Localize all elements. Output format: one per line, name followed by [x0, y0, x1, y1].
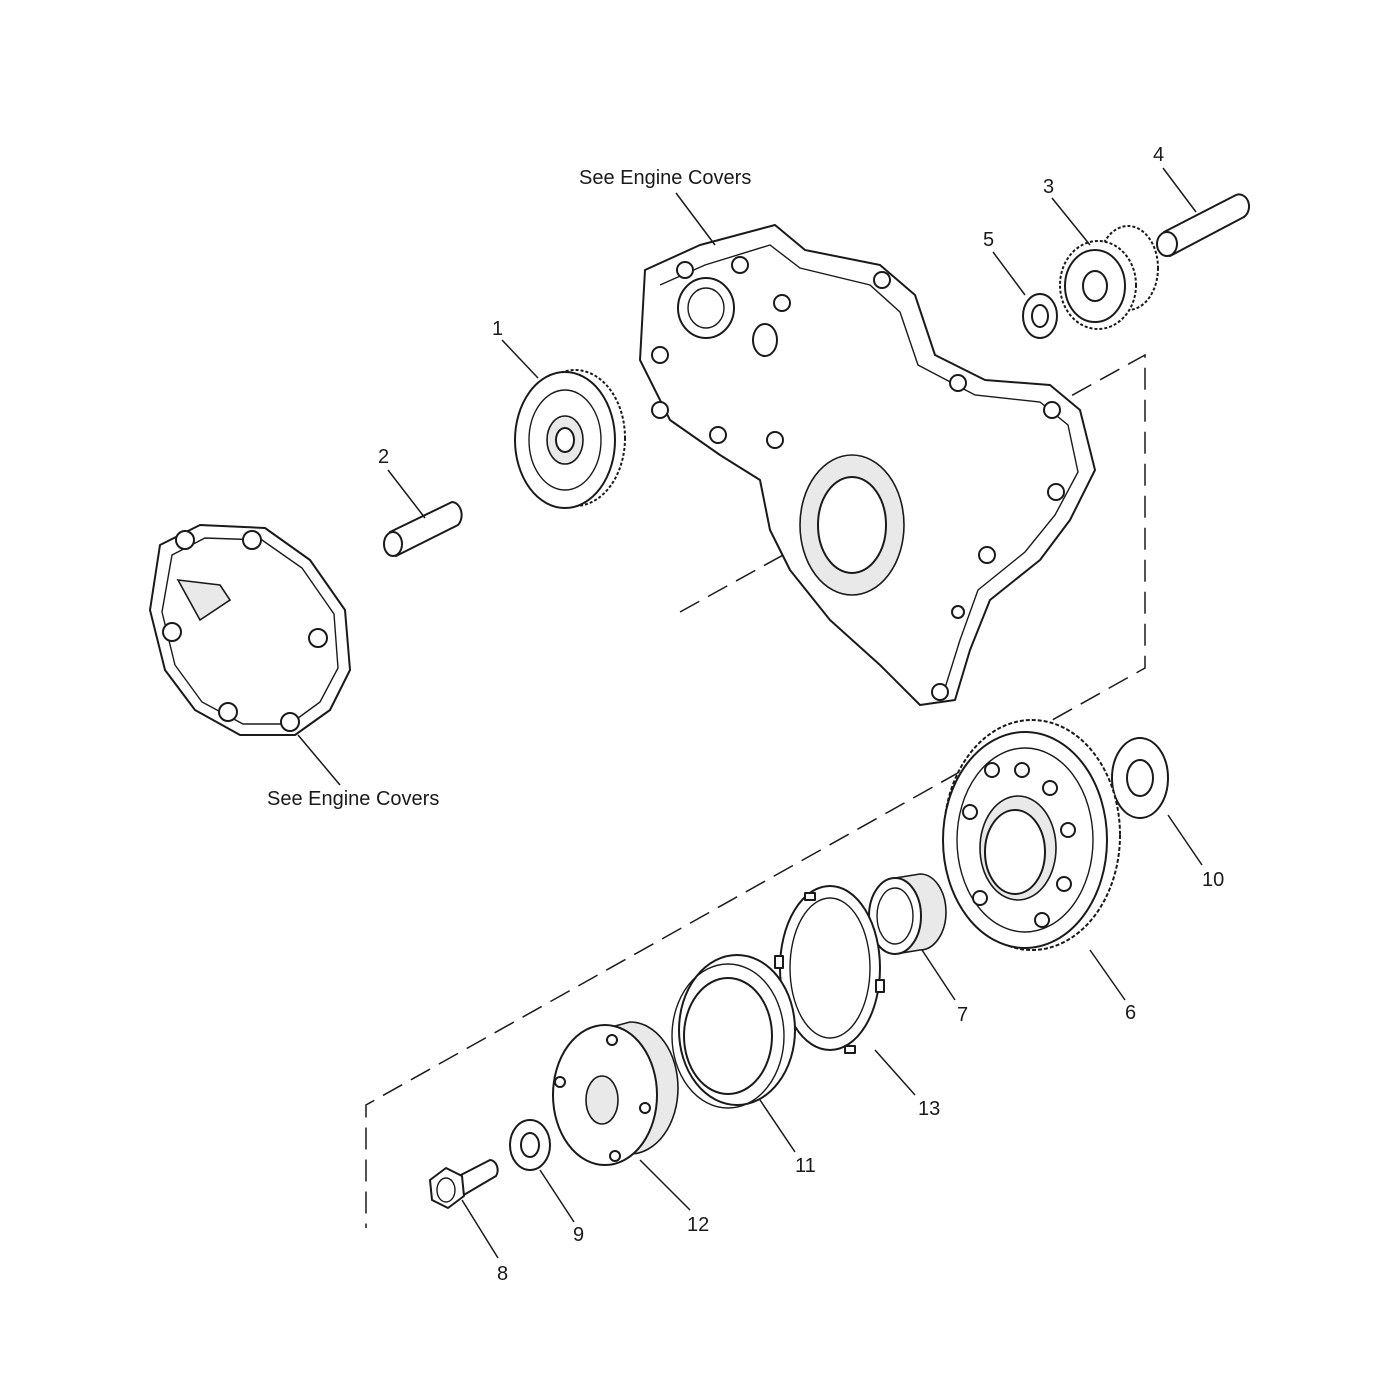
engine-cover-small — [149, 524, 351, 736]
part-4-shaft — [1156, 193, 1251, 257]
part-3-gear — [1059, 225, 1159, 330]
part-11-clutch — [671, 954, 796, 1109]
part-6-gear — [942, 719, 1121, 951]
note-see-engine-covers-top: See Engine Covers — [579, 167, 751, 189]
callout-2: 2 — [378, 446, 389, 468]
callout-1: 1 — [492, 318, 503, 340]
note-see-engine-covers-left: See Engine Covers — [267, 788, 439, 810]
leader-lines — [297, 167, 1203, 1259]
part-5-washer — [1022, 293, 1058, 339]
callout-12: 12 — [687, 1214, 709, 1236]
part-9-washer — [509, 1119, 551, 1171]
part-1-gear — [514, 369, 626, 509]
part-10-washer — [1111, 737, 1169, 819]
callout-4: 4 — [1153, 144, 1164, 166]
part-13-ring — [774, 885, 885, 1054]
callout-5: 5 — [983, 229, 994, 251]
callout-7: 7 — [957, 1004, 968, 1026]
callout-9: 9 — [573, 1224, 584, 1246]
part-7-bearing — [868, 873, 947, 955]
callout-10: 10 — [1202, 869, 1224, 891]
callout-11: 11 — [795, 1155, 816, 1177]
engine-cover-large — [639, 224, 1096, 706]
part-8-bolt — [429, 1159, 499, 1209]
callout-3: 3 — [1043, 176, 1054, 198]
callout-13: 13 — [918, 1098, 940, 1120]
part-2-pin — [383, 501, 463, 557]
callout-8: 8 — [497, 1263, 508, 1285]
callout-6: 6 — [1125, 1002, 1136, 1024]
part-12-hub — [552, 1021, 679, 1166]
